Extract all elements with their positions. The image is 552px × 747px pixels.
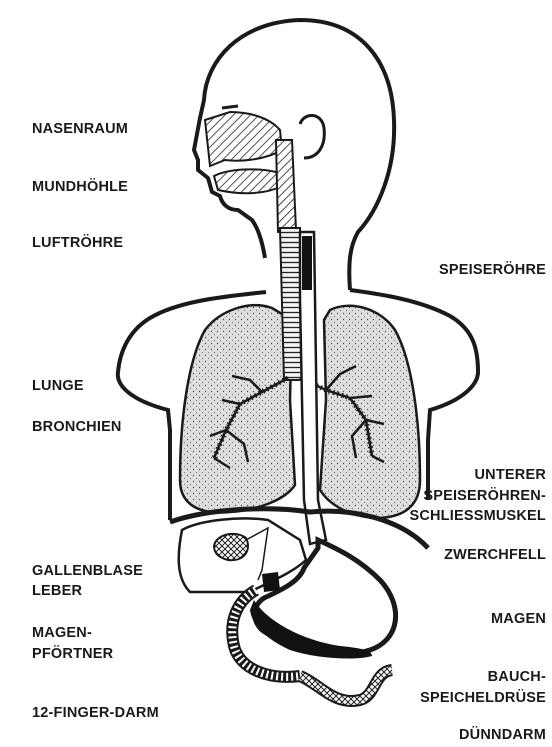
label-luftroehre: LUFTRÖHRE [32,234,123,253]
gallbladder [214,534,248,560]
esophagus-dark-segment [302,236,312,290]
pyloric-sphincter [262,572,280,592]
label-speicheldruese: SPEICHELDRÜSE [420,689,546,708]
label-zwerchfell: ZWERCHFELL [444,546,546,565]
label-bauch: BAUCH- [488,668,546,687]
label-magen-pfoertner-2: PFÖRTNER [32,645,113,664]
label-mundhoehle: MUNDHÖHLE [32,178,128,197]
label-magen: MAGEN [491,610,546,629]
label-leber: LEBER [32,582,82,601]
label-gallenblase: GALLENBLASE [32,562,143,581]
right-lung [320,306,420,518]
bile-duct [246,528,268,580]
label-speiseroehre: SPEISERÖHRE [439,261,546,280]
oral-cavity [214,169,282,193]
pancreas [250,600,372,658]
eye [222,106,238,108]
label-bronchien: BRONCHIEN [32,418,122,437]
label-magen-pfoertner-1: MAGEN- [32,624,92,643]
label-nasenraum: NASENRAUM [32,120,128,139]
ear [300,115,324,158]
label-speiseroehren: SPEISERÖHREN- [423,487,546,506]
label-12-finger-darm: 12-FINGER-DARM [32,704,159,723]
label-unterer: UNTERER [475,466,547,485]
label-duenndarm: DÜNNDARM [459,726,546,745]
label-schliessmuskel: SCHLIESSMUSKEL [409,507,546,526]
pharynx [276,140,296,232]
nasal-cavity [205,112,282,166]
label-lunge: LUNGE [32,377,84,396]
